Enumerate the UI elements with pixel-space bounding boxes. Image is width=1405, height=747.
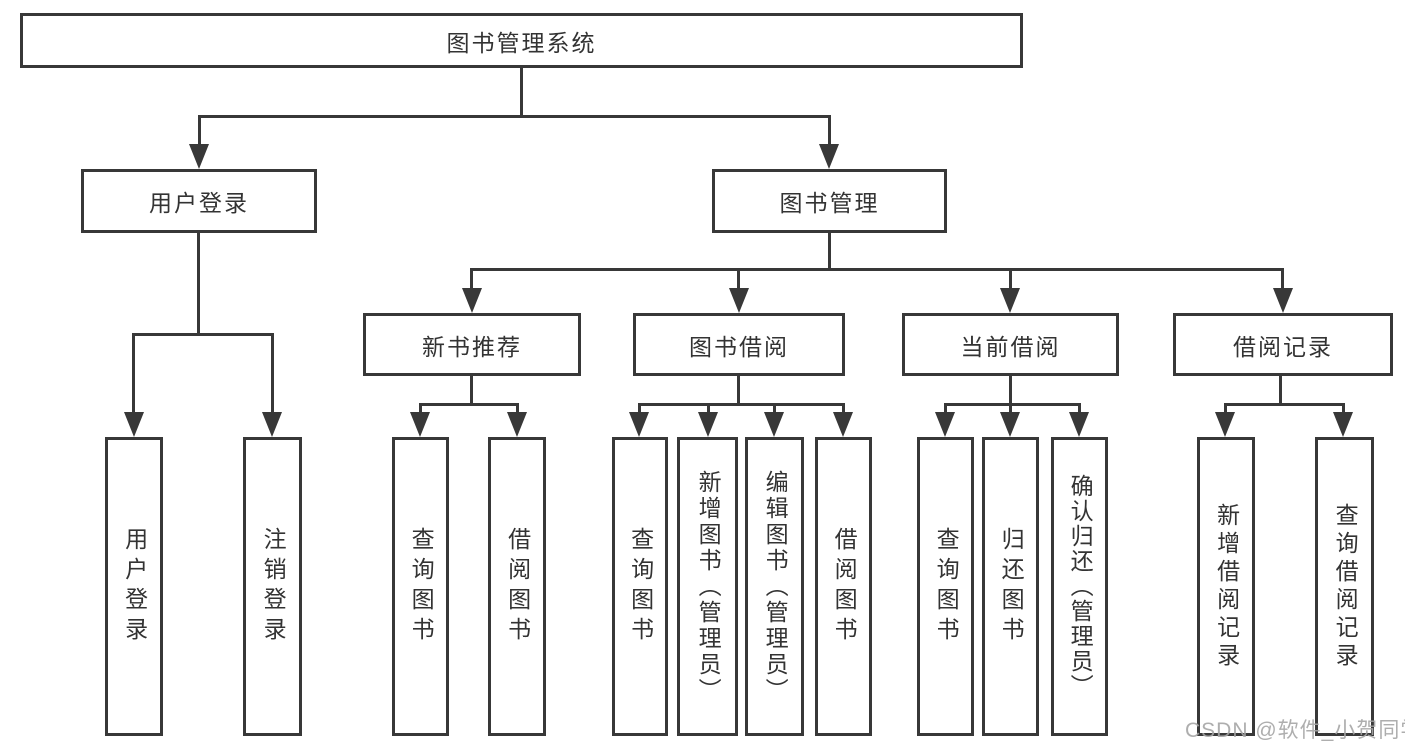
leaf-query-books-rec: 查询图书 <box>392 437 449 736</box>
node-new-book-rec: 新书推荐 <box>363 313 581 376</box>
connector-line <box>1009 268 1012 290</box>
arrowhead-icon <box>410 412 430 437</box>
leaf-query-books-current-label: 查询图书 <box>933 526 960 647</box>
node-borrow-records-label: 借阅记录 <box>1233 333 1333 360</box>
leaf-logout-label: 注销登录 <box>260 526 287 647</box>
connector-line <box>828 115 831 146</box>
connector-line <box>944 403 1081 406</box>
connector-line <box>1279 376 1282 406</box>
node-new-book-rec-label: 新书推荐 <box>422 333 522 360</box>
node-user-login-label: 用户登录 <box>149 190 249 216</box>
node-book-mgmt-label: 图书管理 <box>779 190 880 216</box>
connector-line <box>638 403 641 415</box>
leaf-borrow-books-label: 借阅图书 <box>831 526 858 647</box>
leaf-return-books-label: 归还图书 <box>998 526 1025 647</box>
connector-line <box>271 333 274 414</box>
leaf-return-books: 归还图书 <box>982 437 1039 736</box>
leaf-add-books-admin-label: 新增图书（管理员） <box>695 469 722 704</box>
arrowhead-icon <box>1069 412 1089 437</box>
connector-line <box>520 68 523 117</box>
leaf-confirm-return-admin: 确认归还（管理员） <box>1051 437 1108 736</box>
arrowhead-icon <box>462 288 482 313</box>
node-book-borrow: 图书借阅 <box>633 313 845 376</box>
csdn-watermark: CSDN @软件_小贺同学 <box>1185 719 1405 742</box>
arrowhead-icon <box>262 412 282 437</box>
connector-line <box>516 403 519 415</box>
node-borrow-records: 借阅记录 <box>1173 313 1393 376</box>
connector-line <box>1224 403 1345 406</box>
leaf-borrow-books-rec-label: 借阅图书 <box>504 526 531 647</box>
node-root: 图书管理系统 <box>20 13 1023 68</box>
arrowhead-icon <box>729 288 749 313</box>
node-book-mgmt: 图书管理 <box>712 169 947 233</box>
arrowhead-icon <box>935 412 955 437</box>
node-book-borrow-label: 图书借阅 <box>689 333 789 360</box>
connector-line <box>132 333 274 336</box>
arrowhead-icon <box>1000 288 1020 313</box>
connector-line <box>773 403 776 415</box>
connector-line <box>944 403 947 415</box>
leaf-logout: 注销登录 <box>243 437 302 736</box>
leaf-query-books-current: 查询图书 <box>917 437 974 736</box>
leaf-borrow-books: 借阅图书 <box>815 437 872 736</box>
arrowhead-icon <box>1333 412 1353 437</box>
connector-line <box>842 403 845 415</box>
leaf-add-borrow-record: 新增借阅记录 <box>1197 437 1255 736</box>
leaf-user-login-label: 用户登录 <box>121 526 148 647</box>
arrowhead-icon <box>1215 412 1235 437</box>
connector-line <box>1078 403 1081 415</box>
node-user-login: 用户登录 <box>81 169 317 233</box>
connector-line <box>1224 403 1227 415</box>
connector-line <box>470 268 473 290</box>
node-root-label: 图书管理系统 <box>446 29 597 56</box>
arrowhead-icon <box>819 144 839 169</box>
node-current-borrow: 当前借阅 <box>902 313 1119 376</box>
arrowhead-icon <box>764 412 784 437</box>
connector-line <box>470 268 1284 271</box>
arrowhead-icon <box>189 144 209 169</box>
leaf-user-login: 用户登录 <box>105 437 163 736</box>
leaf-query-borrow-record-label: 查询借阅记录 <box>1332 502 1359 671</box>
leaf-query-books-borrow: 查询图书 <box>612 437 668 736</box>
connector-line <box>638 403 845 406</box>
connector-line <box>737 268 740 290</box>
connector-line <box>197 233 200 336</box>
leaf-add-books-admin: 新增图书（管理员） <box>677 437 738 736</box>
connector-line <box>419 403 519 406</box>
leaf-query-books-rec-label: 查询图书 <box>408 526 435 647</box>
leaf-edit-books-admin: 编辑图书（管理员） <box>745 437 804 736</box>
connector-line <box>198 115 831 118</box>
leaf-borrow-books-rec: 借阅图书 <box>488 437 546 736</box>
arrowhead-icon <box>629 412 649 437</box>
arrowhead-icon <box>507 412 527 437</box>
connector-line <box>1342 403 1345 415</box>
node-current-borrow-label: 当前借阅 <box>960 333 1061 360</box>
arrowhead-icon <box>1273 288 1293 313</box>
arrowhead-icon <box>124 412 144 437</box>
arrowhead-icon <box>833 412 853 437</box>
connector-line <box>1281 268 1284 290</box>
arrowhead-icon <box>698 412 718 437</box>
leaf-add-borrow-record-label: 新增借阅记录 <box>1213 502 1240 671</box>
connector-line <box>1009 376 1012 406</box>
connector-line <box>737 376 740 406</box>
connector-line <box>1009 403 1012 415</box>
connector-line <box>828 233 831 270</box>
connector-line <box>132 333 135 414</box>
connector-line <box>470 376 473 406</box>
connector-line <box>419 403 422 415</box>
leaf-query-borrow-record: 查询借阅记录 <box>1315 437 1374 736</box>
connector-line <box>707 403 710 415</box>
leaf-query-books-borrow-label: 查询图书 <box>627 526 654 647</box>
connector-line <box>198 115 201 146</box>
leaf-confirm-return-admin-label: 确认归还（管理员） <box>1067 474 1094 699</box>
arrowhead-icon <box>1000 412 1020 437</box>
leaf-edit-books-admin-label: 编辑图书（管理员） <box>762 469 789 704</box>
